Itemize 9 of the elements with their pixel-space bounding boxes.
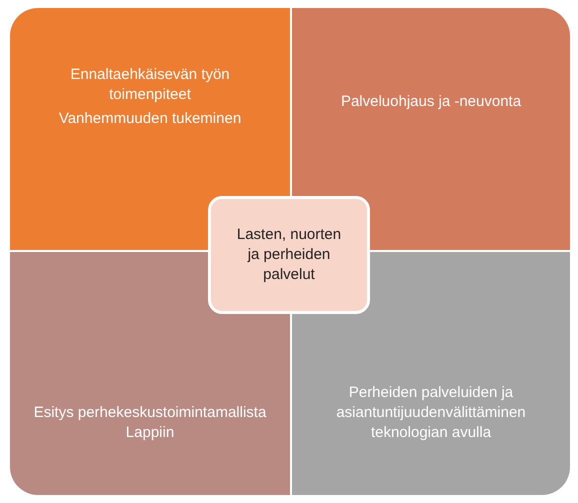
quadrant-label: Palveluohjaus ja -neuvonta xyxy=(340,92,522,112)
quadrant-label: Perheiden palveluiden ja asiantuntijuudenvälittäminen teknologian avulla xyxy=(335,383,527,443)
quadrant-panel xyxy=(292,8,570,250)
quadrant-label: Esitys perhekeskustoimintamallista Lappiin xyxy=(32,403,268,443)
quadrant-panel xyxy=(10,8,290,250)
quadrant-label: Ennaltaehkäisevän työn toimenpiteet xyxy=(69,65,231,105)
center-label: Lasten, nuorten ja perheiden palvelut xyxy=(236,225,342,285)
center-box xyxy=(208,196,370,314)
quadrant-label: Vanhemmuuden tukeminen xyxy=(58,109,242,129)
